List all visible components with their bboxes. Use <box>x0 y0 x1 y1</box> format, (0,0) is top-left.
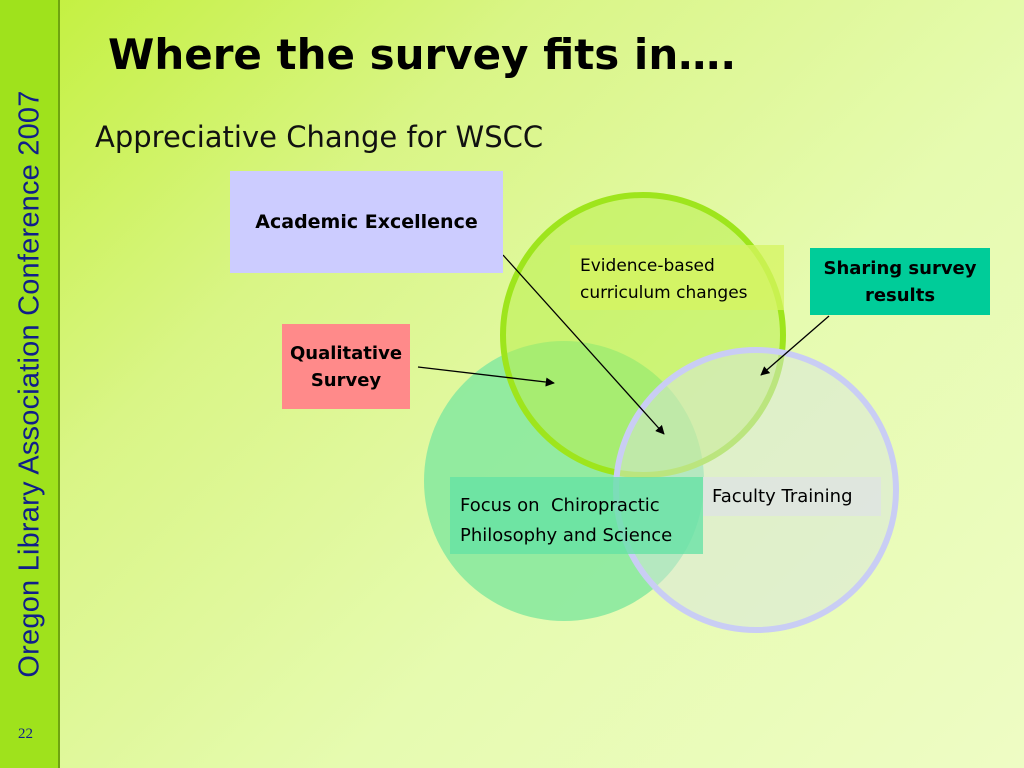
sharing-survey-line-1: Sharing survey <box>823 257 977 279</box>
academic-excellence-label: Academic Excellence <box>255 211 478 233</box>
qualitative-survey-box: Qualitative Survey <box>282 324 410 409</box>
qualitative-arrow <box>417 366 555 387</box>
focus-chiropractic-box: Focus on Chiropractic Philosophy and Sci… <box>450 477 703 554</box>
evidence-based-box: Evidence-based curriculum changes <box>570 245 784 310</box>
slide-number: 22 <box>18 726 33 742</box>
academic-arrow <box>502 254 665 435</box>
focus-chiropractic-line-2: Philosophy and Science <box>460 525 673 546</box>
qualitative-survey-line-2: Survey <box>310 369 382 391</box>
faculty-training-box: Faculty Training <box>703 477 881 516</box>
sidebar: Oregon Library Association Conference 20… <box>0 0 60 768</box>
evidence-based-line-1: Evidence-based <box>580 256 715 276</box>
sharing-survey-line-2: results <box>864 284 936 306</box>
academic-excellence-box: Academic Excellence <box>230 171 503 273</box>
slide-title: Where the survey fits in…. <box>108 30 737 79</box>
faculty-training-label: Faculty Training <box>712 486 853 507</box>
focus-chiropractic-line-1: Focus on Chiropractic <box>460 495 660 516</box>
evidence-based-line-2: curriculum changes <box>580 283 748 303</box>
sharing-survey-box: Sharing survey results <box>810 248 990 315</box>
slide-subtitle: Appreciative Change for WSCC <box>95 120 544 154</box>
sharing-arrow <box>760 315 830 376</box>
qualitative-survey-line-1: Qualitative <box>289 342 403 364</box>
